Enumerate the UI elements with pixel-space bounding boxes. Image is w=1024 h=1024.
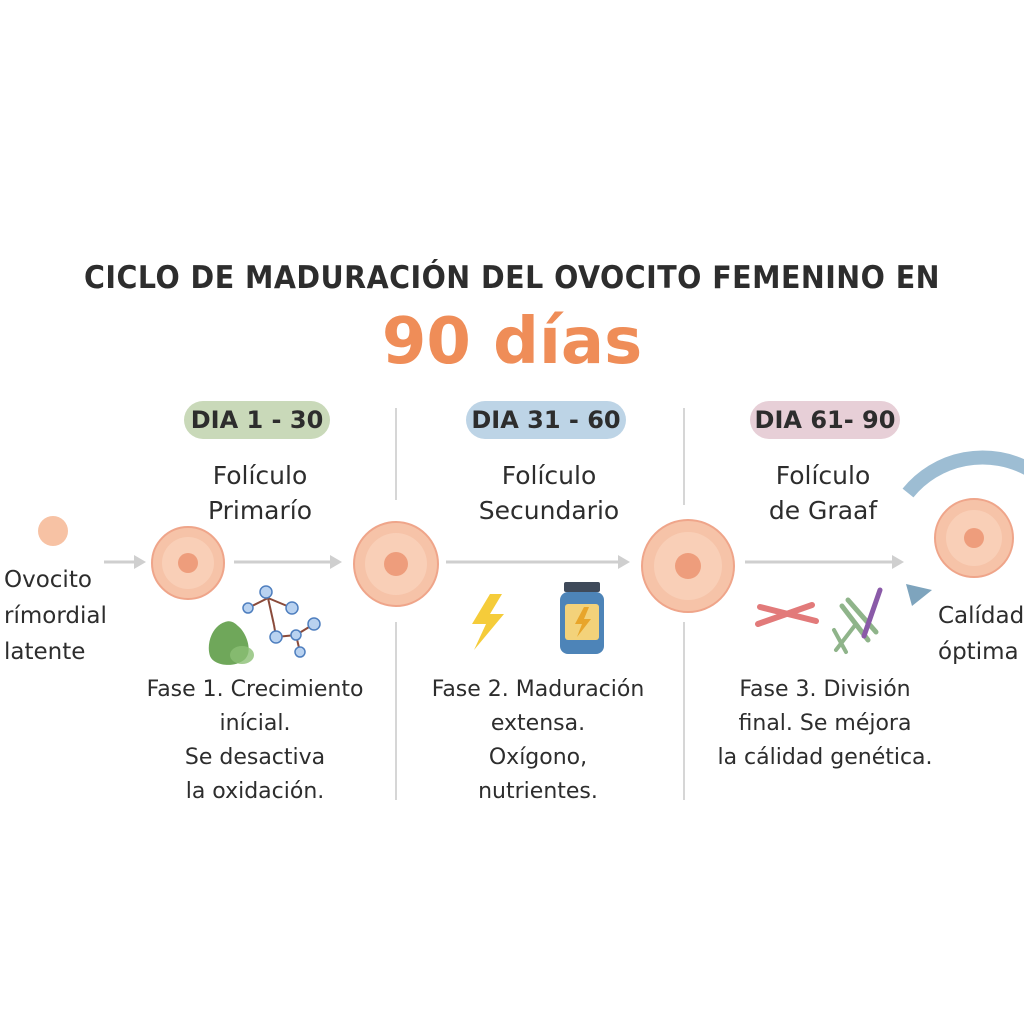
chromosome-icon (755, 602, 819, 627)
chromosome-icon (832, 587, 883, 654)
end-stage-label: Calídad óptima (938, 603, 1024, 665)
cycle-arc-icon (902, 450, 1024, 498)
arrow-head-4 (892, 555, 904, 569)
primary-follicle-icon (151, 526, 225, 600)
phase-1-follicle-title: Folículo Primarío (207, 461, 313, 525)
phase-2-badge: DIA 31 - 60 (466, 401, 626, 439)
primordial-oocyte-icon (38, 516, 68, 546)
arrow-head-2 (330, 555, 342, 569)
phase-1-description: Fase 1. Crecimiento inícial. Se desactiv… (146, 677, 364, 804)
arrow-head-1 (134, 555, 146, 569)
phase-1-badge: DIA 1 - 30 (184, 401, 330, 439)
diagram-title: CICLO DE MADURACIÓN DEL OVOCITO FEMENINO… (83, 260, 941, 296)
intermediate-follicle-icon (353, 521, 439, 607)
avocado-icon (208, 621, 254, 665)
molecule-icon (242, 585, 321, 658)
phase-3-description: Fase 3. División final. Se méjora la cál… (717, 677, 933, 770)
lightning-icon (472, 594, 504, 650)
phase-2-description: Fase 2. Maduración extensa. Oxígono, nut… (431, 677, 645, 804)
cycle-arrowhead-icon (906, 584, 932, 606)
phase-2-follicle-title: Folículo Secundario (478, 461, 620, 525)
phase-3-badge: DIA 61- 90 (750, 401, 900, 439)
supplement-jar-icon (560, 582, 604, 654)
arrow-head-3 (618, 555, 630, 569)
graafian-follicle-icon (934, 498, 1014, 578)
phase-3-follicle-title: Folículo de Graaf (768, 461, 878, 525)
secondary-follicle-icon (641, 519, 735, 613)
start-stage-label: Ovocito rímordial latente (4, 567, 107, 665)
duration-highlight: 90 días (381, 305, 643, 379)
